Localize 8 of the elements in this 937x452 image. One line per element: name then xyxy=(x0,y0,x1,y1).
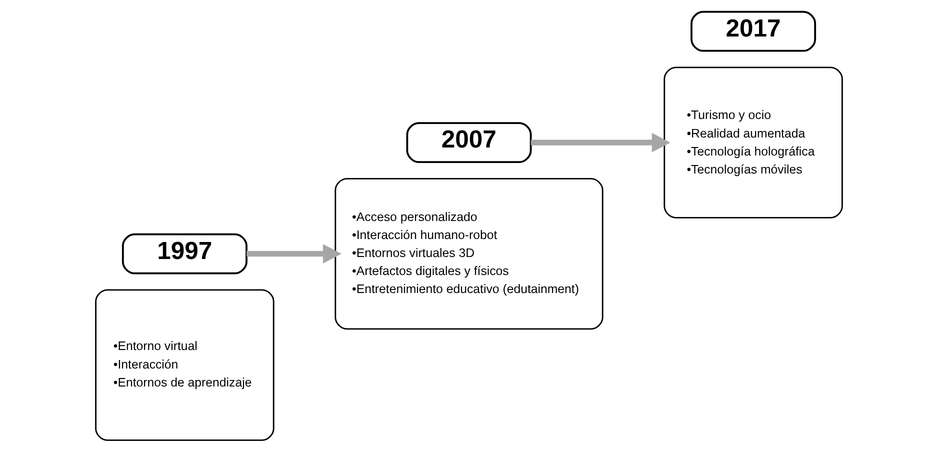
node-box: 2017 xyxy=(690,10,816,52)
arrow xyxy=(530,132,670,152)
node-box: •Entorno virtual •Interacción •Entornos de aprendizaje xyxy=(94,289,274,441)
node-box: 1997 xyxy=(121,233,247,274)
node-box: •Turismo y ocio •Realidad aumentada •Tecnología holográfica •Tecnologías móviles xyxy=(663,66,842,218)
node-box: 2007 xyxy=(406,122,532,163)
arrow xyxy=(246,244,341,264)
node-box: •Acceso personalizado •Interacción humano-robot •Entornos virtuales 3D •Artefactos digitales y físicos •Entretenimiento educativo (edutainment) xyxy=(334,178,603,330)
